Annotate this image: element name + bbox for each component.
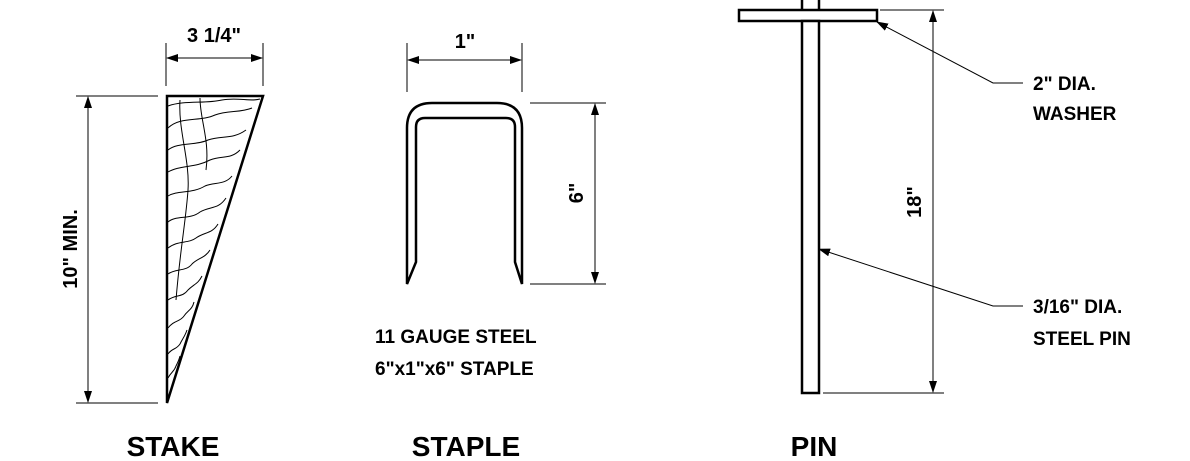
pin-leader xyxy=(818,248,1023,307)
staple-outline xyxy=(405,101,524,285)
staple-note-line1: 11 GAUGE STEEL xyxy=(375,327,537,348)
stake-length-label: 10" MIN. xyxy=(60,209,82,289)
staple-note-line2: 6"x1"x6" STAPLE xyxy=(375,359,534,380)
stake-detail: 3 1/4" 10" MIN. STAKE xyxy=(60,25,265,461)
pin-label-line2: STEEL PIN xyxy=(1033,329,1131,350)
pin-length-label: 18" xyxy=(904,186,926,218)
stake-width-label: 3 1/4" xyxy=(187,25,241,47)
washer xyxy=(737,8,879,23)
pin-label-line1: 3/16" DIA. xyxy=(1033,297,1122,318)
staple-caption: STAPLE xyxy=(412,431,520,461)
staple-detail: 1" 6" 11 GAUGE STEEL 6"x1"x6" STAPLE STA… xyxy=(375,31,606,461)
stake-caption: STAKE xyxy=(127,431,220,461)
washer-label-line1: 2" DIA. xyxy=(1033,74,1096,95)
staple-width-label: 1" xyxy=(455,31,476,53)
pin-caption: PIN xyxy=(791,431,838,461)
staple-leg-label: 6" xyxy=(566,183,588,204)
wood-grain xyxy=(167,97,261,379)
steel-pin xyxy=(800,19,821,395)
pin-detail: 18" 2" DIA. WASHER 3/16" DIA. STEEL PIN … xyxy=(737,0,1131,461)
washer-leader xyxy=(876,21,1023,84)
washer-label-line2: WASHER xyxy=(1033,104,1117,125)
stake-outline xyxy=(165,94,265,404)
